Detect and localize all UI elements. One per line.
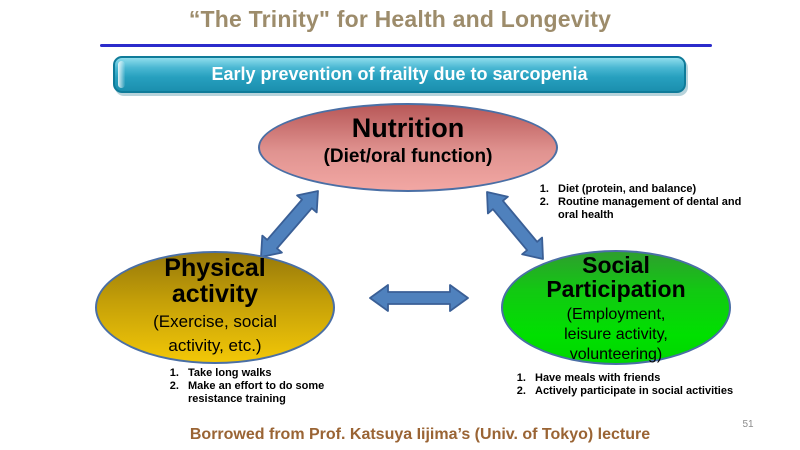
physical-activity-title: Physical activity: [164, 254, 266, 308]
social-notes-list: Have meals with friends Actively partici…: [505, 372, 765, 398]
list-item: Make an effort to do some resistance tra…: [182, 380, 373, 406]
nutrition-title: Nutrition: [351, 113, 465, 143]
banner-label: Early prevention of frailty due to sarco…: [211, 64, 588, 84]
list-item: Diet (protein, and balance): [552, 183, 743, 196]
physical-activity-subtitle: (Exercise, social activity, etc.): [153, 312, 277, 356]
nutrition-notes-list: Diet (protein, and balance) Routine mana…: [528, 183, 743, 222]
social-participation-title: Social Participation: [546, 252, 686, 302]
physical-activity-ellipse: Physical activity (Exercise, social acti…: [95, 251, 335, 364]
double-arrow-physical-social-icon: [369, 284, 469, 312]
physical-notes-list: Take long walks Make an effort to do som…: [158, 367, 373, 406]
subtitle-banner: Early prevention of frailty due to sarco…: [113, 56, 686, 93]
social-participation-subtitle: (Employment, leisure activity, volunteer…: [564, 305, 668, 363]
social-participation-ellipse: Social Participation (Employment, leisur…: [501, 250, 731, 365]
list-item: Actively participate in social activitie…: [529, 385, 765, 398]
list-item: Have meals with friends: [529, 372, 765, 385]
credit-line: Borrowed from Prof. Katsuya Iijima’s (Un…: [189, 426, 651, 443]
list-item: Take long walks: [182, 367, 373, 380]
nutrition-ellipse: Nutrition (Diet/oral function): [258, 103, 558, 192]
page-number: 51: [742, 419, 754, 430]
double-arrow-nutrition-physical-icon: [260, 190, 319, 258]
title-underline: [100, 44, 712, 47]
list-item: Routine management of dental and oral he…: [552, 196, 743, 222]
page-title: “The Trinity" for Health and Longevity: [188, 6, 612, 32]
nutrition-subtitle: (Diet/oral function): [323, 146, 493, 168]
